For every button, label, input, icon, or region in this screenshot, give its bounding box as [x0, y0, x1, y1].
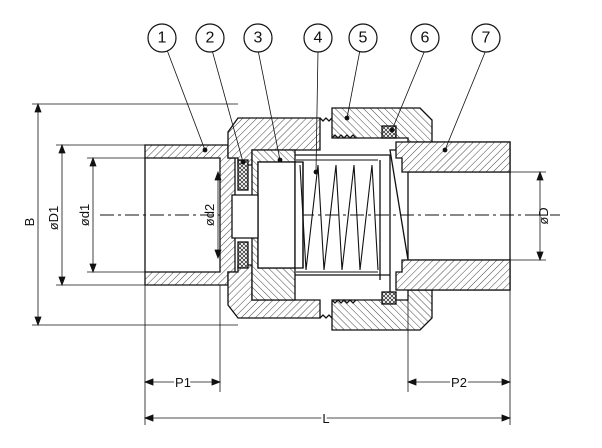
callout-3-label: 3 [254, 30, 263, 47]
leader-dots [202, 115, 448, 175]
part-6-o-ring-top [381, 125, 397, 139]
dim-d1-label: ød1 [77, 204, 92, 226]
part-6-o-ring-bottom [381, 291, 397, 305]
leader-lines [166, 49, 487, 173]
callout-2-label: 2 [206, 30, 215, 47]
part-7-right-socket [389, 141, 511, 291]
callout-2-circle [195, 23, 225, 53]
callout-1-circle [147, 23, 177, 53]
part-2-seal-bottom [237, 241, 249, 269]
dim-P2-label: P2 [451, 375, 467, 390]
callout-5-circle [348, 23, 378, 53]
callout-1-label: 1 [158, 30, 167, 47]
callout-4-label: 4 [314, 30, 323, 47]
dim-P1-label: P1 [175, 375, 191, 390]
part-4-spring [296, 159, 379, 273]
dim-L-label: L [322, 411, 329, 426]
dim-D1-label: øD1 [46, 206, 61, 231]
callout-4-circle [303, 23, 333, 53]
part-3-disc [231, 149, 304, 301]
spring-cage [295, 154, 391, 300]
dim-B-label: B [22, 218, 37, 227]
part-2-seal-top [237, 159, 249, 191]
dim-D-label: øD [536, 207, 551, 224]
callout-6-circle [410, 23, 440, 53]
callout-circles [147, 23, 501, 53]
callout-3-circle [243, 23, 273, 53]
callout-6-label: 6 [421, 30, 430, 47]
dimension-lines [32, 102, 546, 425]
callout-7-label: 7 [482, 30, 491, 47]
callout-7-circle [471, 23, 501, 53]
dim-d2-label: ød2 [202, 204, 217, 226]
callout-5-label: 5 [359, 30, 368, 47]
